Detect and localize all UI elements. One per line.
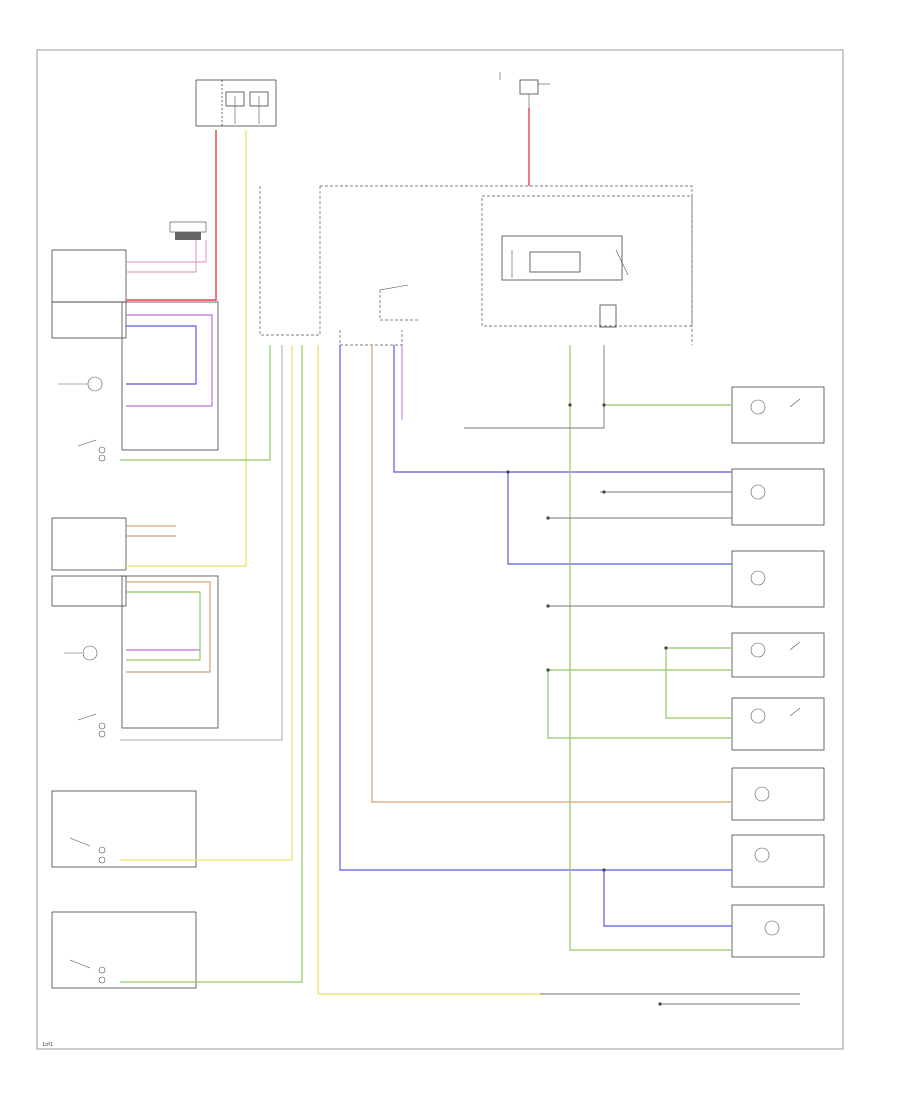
wire-blue-long (339, 345, 732, 927)
left-fuse-box (195, 79, 277, 127)
left-top-connector (169, 221, 207, 240)
wire-gray-right (464, 345, 732, 607)
wire-violet-driver (126, 314, 213, 407)
wire-blue-driver (126, 325, 197, 385)
wire-gray-bottom-right (540, 993, 800, 1005)
wire-yellow-bottom (317, 345, 540, 995)
connector-dots (506, 403, 668, 1006)
right-lamp-boxes (731, 386, 825, 958)
wire-green-right (547, 345, 732, 951)
wire-gray-passenger-switch (120, 345, 283, 741)
right-fuse-box (499, 72, 550, 130)
left-rear-door-module (51, 911, 197, 989)
central-module-outline (259, 185, 693, 346)
wire-red-main (126, 130, 217, 301)
wire-pink-driver (126, 240, 207, 273)
wire-yellow-right-rear (120, 345, 293, 861)
wire-green-left-rear (120, 345, 303, 983)
wire-green-passenger (126, 591, 201, 661)
wire-orange-passenger (126, 525, 211, 673)
driver-door-module (51, 249, 219, 462)
right-rear-door-module (51, 790, 197, 868)
passenger-door-module (51, 517, 219, 738)
page-id: 1of1 (42, 1042, 53, 1048)
diagram-frame (36, 49, 844, 1050)
wire-yellow-left (126, 130, 247, 567)
wire-green-driver-switch (120, 345, 271, 461)
wire-orange-long (371, 345, 732, 803)
